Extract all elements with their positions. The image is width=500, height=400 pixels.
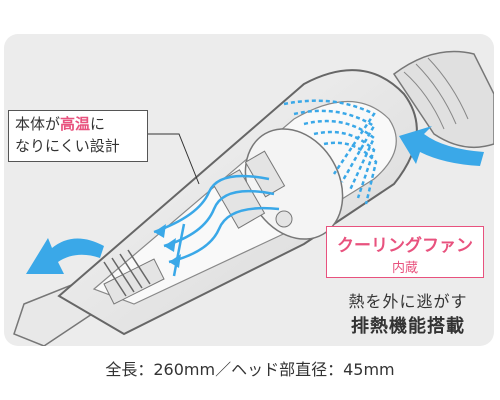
intake-arrow [399, 126, 484, 166]
callout-suffix: に [90, 115, 106, 133]
dimensions-caption: 全長：260mm／ヘッド部直径：45mm [105, 360, 395, 379]
exhaust-arrow [26, 238, 104, 274]
high-temp-callout: 本体が高温に なりにくい設計 [8, 110, 148, 162]
exhaust-feature-text: 排熱機能搭載 [351, 316, 465, 337]
heat-release-text: 熱を外に逃がす [348, 292, 468, 311]
internal-parts [103, 150, 293, 305]
internal-arrowheads [154, 224, 181, 268]
callout-prefix: 本体が [15, 115, 61, 133]
callout-leader-line [148, 133, 200, 185]
callout-line-1: 本体が高温に [15, 113, 141, 135]
head-ridges [403, 57, 469, 130]
cooling-fan-callout: クーリングファン 内蔵 [326, 226, 484, 278]
exhaust-vent-grille [103, 249, 151, 297]
massager-cutaway-illustration [13, 50, 494, 346]
fan-airflow-lines [283, 99, 378, 205]
product-illustration-panel [4, 34, 494, 346]
cooling-fan-subtitle: 内蔵 [391, 261, 418, 276]
callout-highlight: 高温 [60, 115, 91, 133]
internal-airflow-arrows [153, 174, 280, 277]
callout-line-2: なりにくい設計 [15, 137, 120, 155]
cooling-fan-title: クーリングファン [337, 236, 473, 256]
